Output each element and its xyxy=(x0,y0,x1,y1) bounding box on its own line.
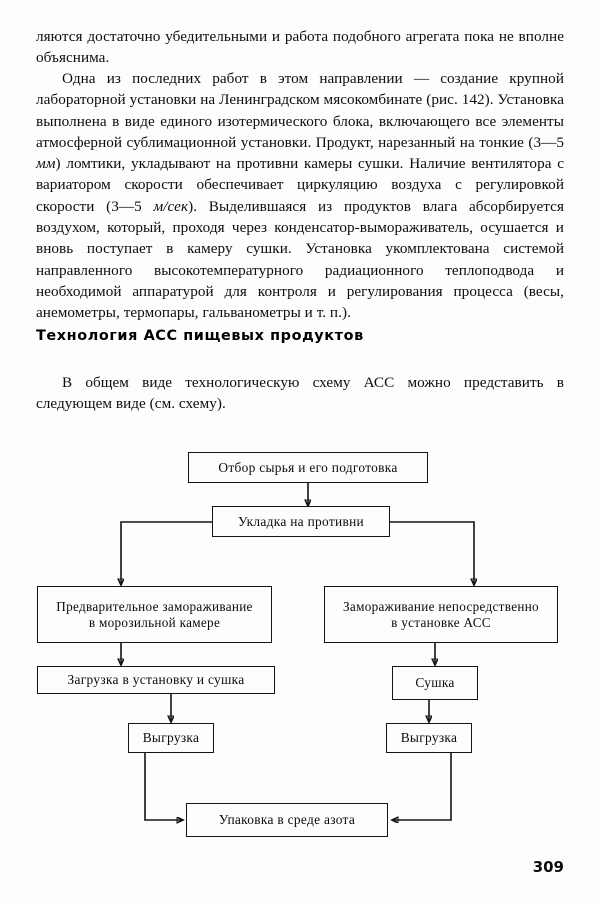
flow-node-label: Отбор сырья и его подготовка xyxy=(218,459,398,475)
flow-node-label: Упаковка в среде азота xyxy=(218,812,356,827)
paragraph-3-text: В общем виде технологическую схему АСС м… xyxy=(36,374,564,413)
flow-node-label: Замораживание непосредственно в установк… xyxy=(343,599,539,630)
flow-node-label: Предварительное замораживание в морозиль… xyxy=(56,599,253,630)
edge-n2-n3 xyxy=(121,521,212,585)
paragraph-3: В общем виде технологическую схему АСС м… xyxy=(36,372,564,415)
flow-node-laying-on-trays[interactable]: Укладка на противни xyxy=(212,506,390,537)
flow-node-label: Выгрузка xyxy=(400,730,458,745)
flow-node-loading-and-drying[interactable]: Загрузка в установку и сушка xyxy=(37,666,275,694)
flow-node-direct-freezing[interactable]: Замораживание непосредственно в установк… xyxy=(324,586,558,643)
paragraph-2-part-a: Одна из последних работ в этом направлен… xyxy=(36,70,564,151)
flow-node-drying[interactable]: Сушка xyxy=(392,666,478,700)
flow-node-label: Выгрузка xyxy=(142,730,200,745)
edge-n2-n4 xyxy=(390,521,474,585)
flow-node-raw-material-selection[interactable]: Отбор сырья и его подготовка xyxy=(188,452,428,483)
edge-n8-n9 xyxy=(392,753,452,820)
unit-m-per-sec: м/сек xyxy=(153,197,189,215)
flow-node-label: Укладка на противни xyxy=(237,513,365,529)
unit-mm: мм xyxy=(36,155,56,173)
paragraph-2: Одна из последних работ в этом направлен… xyxy=(36,68,564,324)
flow-node-preliminary-freezing[interactable]: Предварительное замораживание в морозиль… xyxy=(37,586,272,643)
paragraph-2-part-b: ) ломтики, укладывают на противни камеры… xyxy=(36,155,564,215)
edge-n7-n9 xyxy=(144,753,183,820)
paragraph-2-part-c: ). Выделившаяся из продуктов влага абсор… xyxy=(36,197,564,322)
flow-node-label: Загрузка в установку и сушка xyxy=(67,672,245,687)
section-heading: Технология АСС пищевых продуктов xyxy=(36,328,364,344)
flow-node-unloading-right[interactable]: Выгрузка xyxy=(386,723,472,753)
flow-node-label: Сушка xyxy=(415,675,455,690)
paragraph-continuation: ляются достаточно убедительными и работа… xyxy=(36,26,564,69)
page-number: 309 xyxy=(532,858,564,876)
paragraph-1-text: ляются достаточно убедительными и работа… xyxy=(36,28,564,67)
flow-node-packaging-in-nitrogen[interactable]: Упаковка в среде азота xyxy=(186,803,388,837)
paragraph-2-text: Одна из последних работ в этом направлен… xyxy=(36,68,564,324)
flow-node-unloading-left[interactable]: Выгрузка xyxy=(128,723,214,753)
